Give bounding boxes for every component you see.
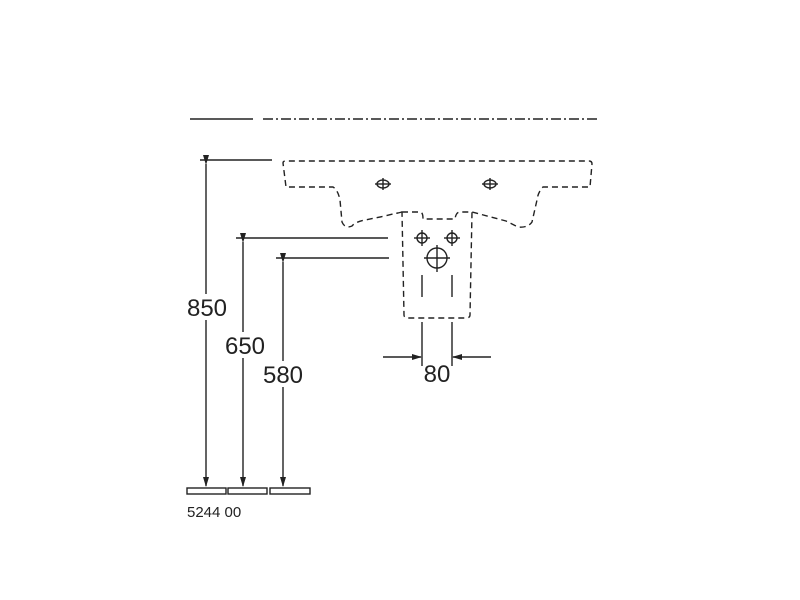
dimension-label-80: 80 — [424, 361, 451, 388]
dimension-label-650: 650 — [225, 333, 265, 360]
dimension-label-850: 850 — [187, 295, 227, 322]
dimension-label-580: 580 — [263, 362, 303, 389]
product-code-caption: 5244 00 — [187, 504, 241, 521]
floor-tile — [269, 487, 311, 495]
bracket-outline — [401, 211, 473, 319]
floor-tile — [227, 487, 268, 495]
bracket-hole-icon — [414, 230, 430, 246]
mounting-hole-icon — [375, 178, 391, 190]
floor-tile — [186, 487, 227, 495]
mounting-hole-icon — [482, 178, 498, 190]
drain-hole-icon — [424, 245, 450, 272]
bracket-hole-icon — [444, 230, 460, 246]
basin-outline — [282, 160, 593, 228]
